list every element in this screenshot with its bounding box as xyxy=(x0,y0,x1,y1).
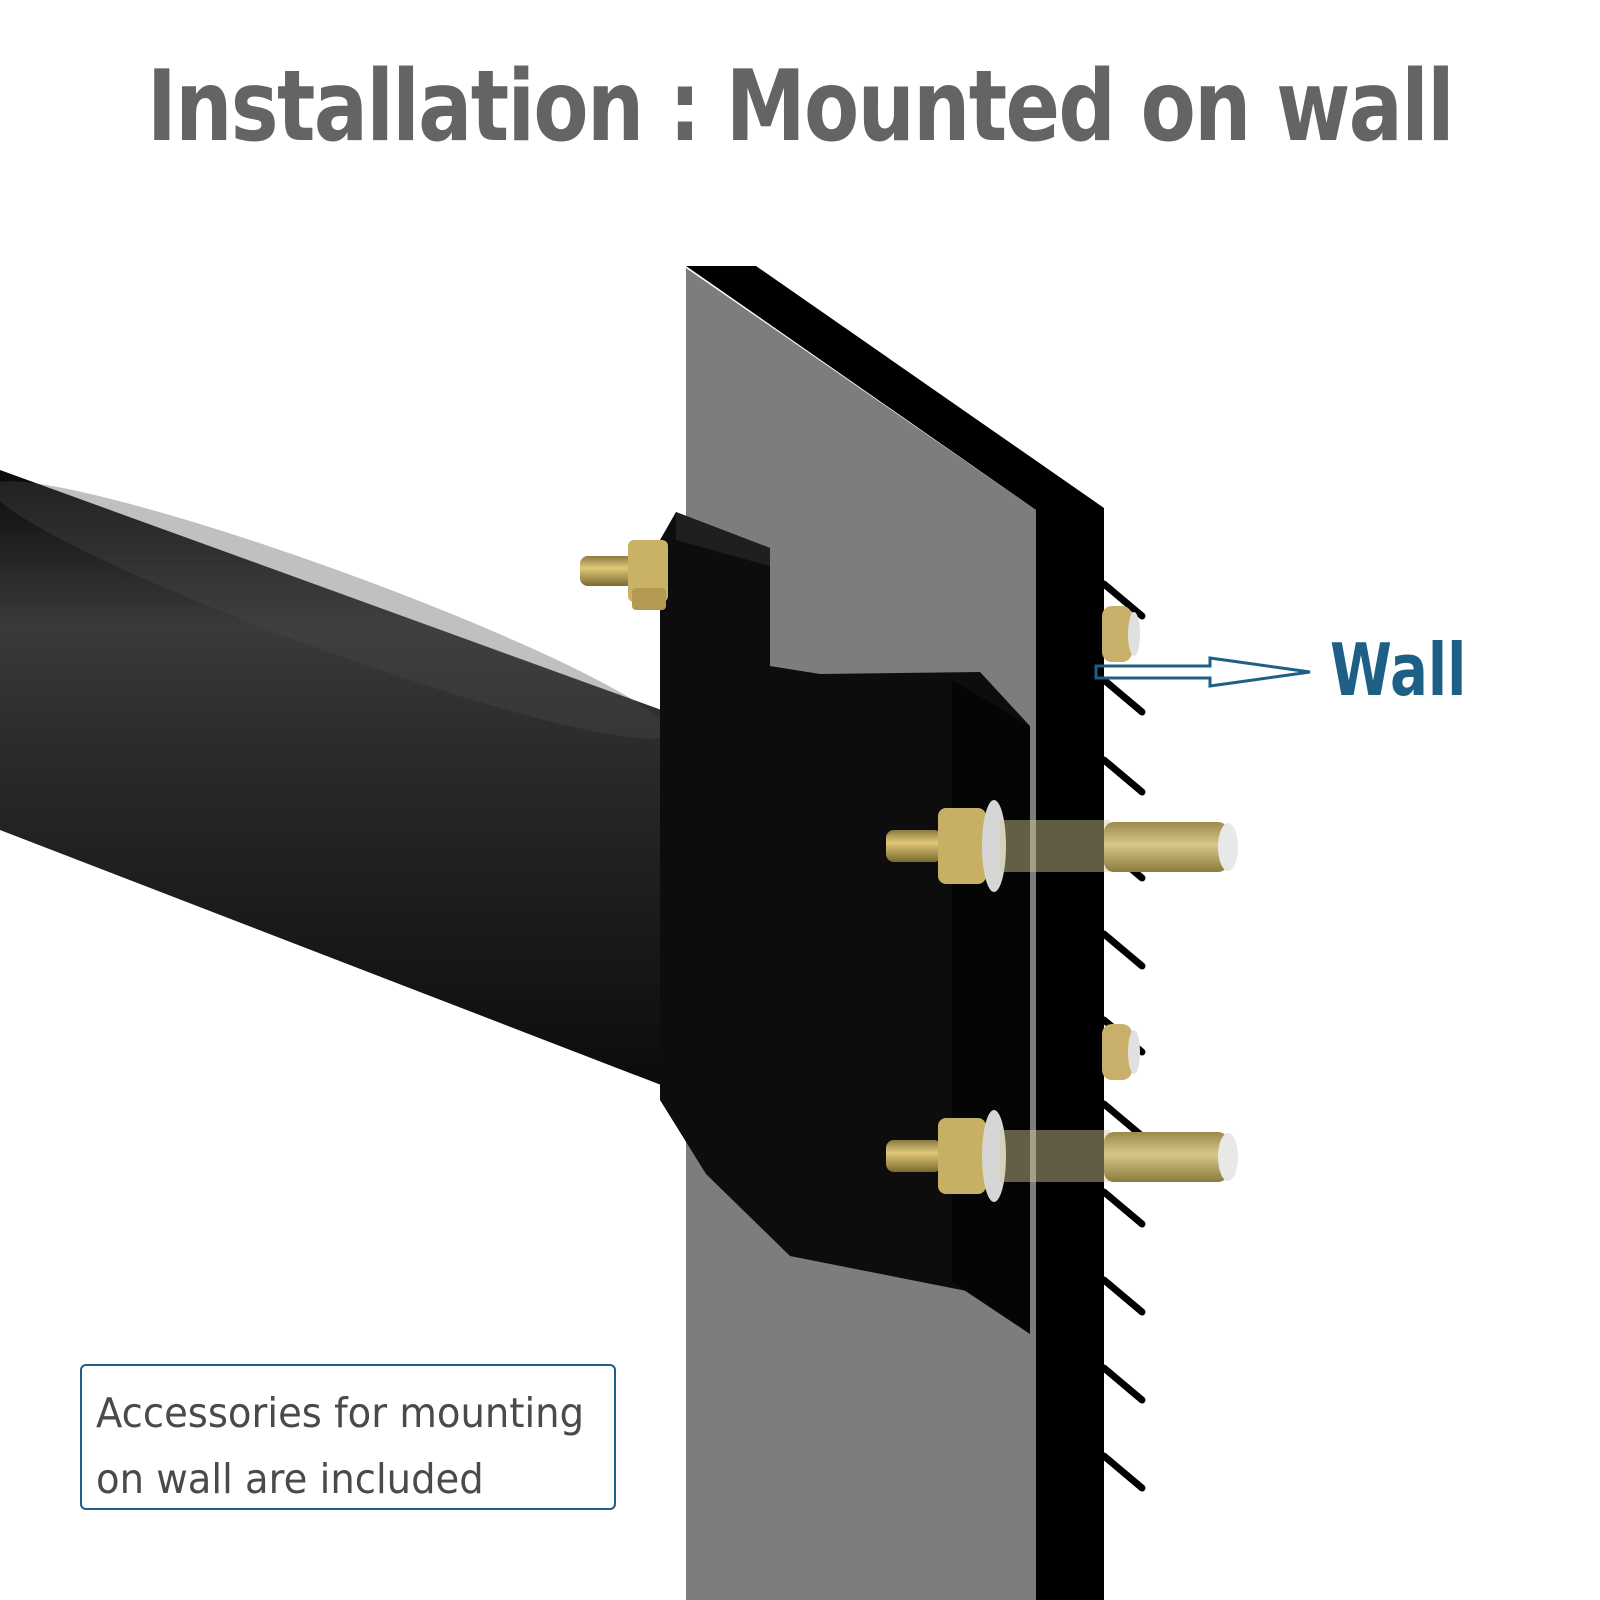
expansion-anchor-upper xyxy=(1104,822,1238,872)
note-line-2: on wall are included xyxy=(96,1455,484,1503)
pipe-highlight xyxy=(0,481,669,739)
note-line-1: Accessories for mounting xyxy=(96,1389,585,1437)
wall-edge-bolt-lower xyxy=(1102,1024,1140,1080)
wall-top-edge xyxy=(686,266,1104,510)
bracket-bolt-upper xyxy=(886,800,1110,892)
top-bolt xyxy=(580,540,668,610)
accessories-note: Accessories for mounting on wall are inc… xyxy=(80,1364,616,1510)
page-title: Installation : Mounted on wall xyxy=(146,50,1455,164)
wall-side-edge xyxy=(1036,508,1104,1600)
wall-edge-bolt-upper xyxy=(1102,606,1140,662)
bracket-side-plate xyxy=(952,680,1030,1334)
wall-label: Wall xyxy=(1330,628,1467,712)
bracket-flange-top xyxy=(676,512,770,566)
expansion-anchor-lower xyxy=(1104,1132,1238,1182)
pipe xyxy=(0,470,720,1100)
mounting-bracket xyxy=(660,512,1030,1334)
wall-arrow-icon xyxy=(1094,656,1311,688)
bracket-bolt-lower xyxy=(886,1110,1110,1202)
